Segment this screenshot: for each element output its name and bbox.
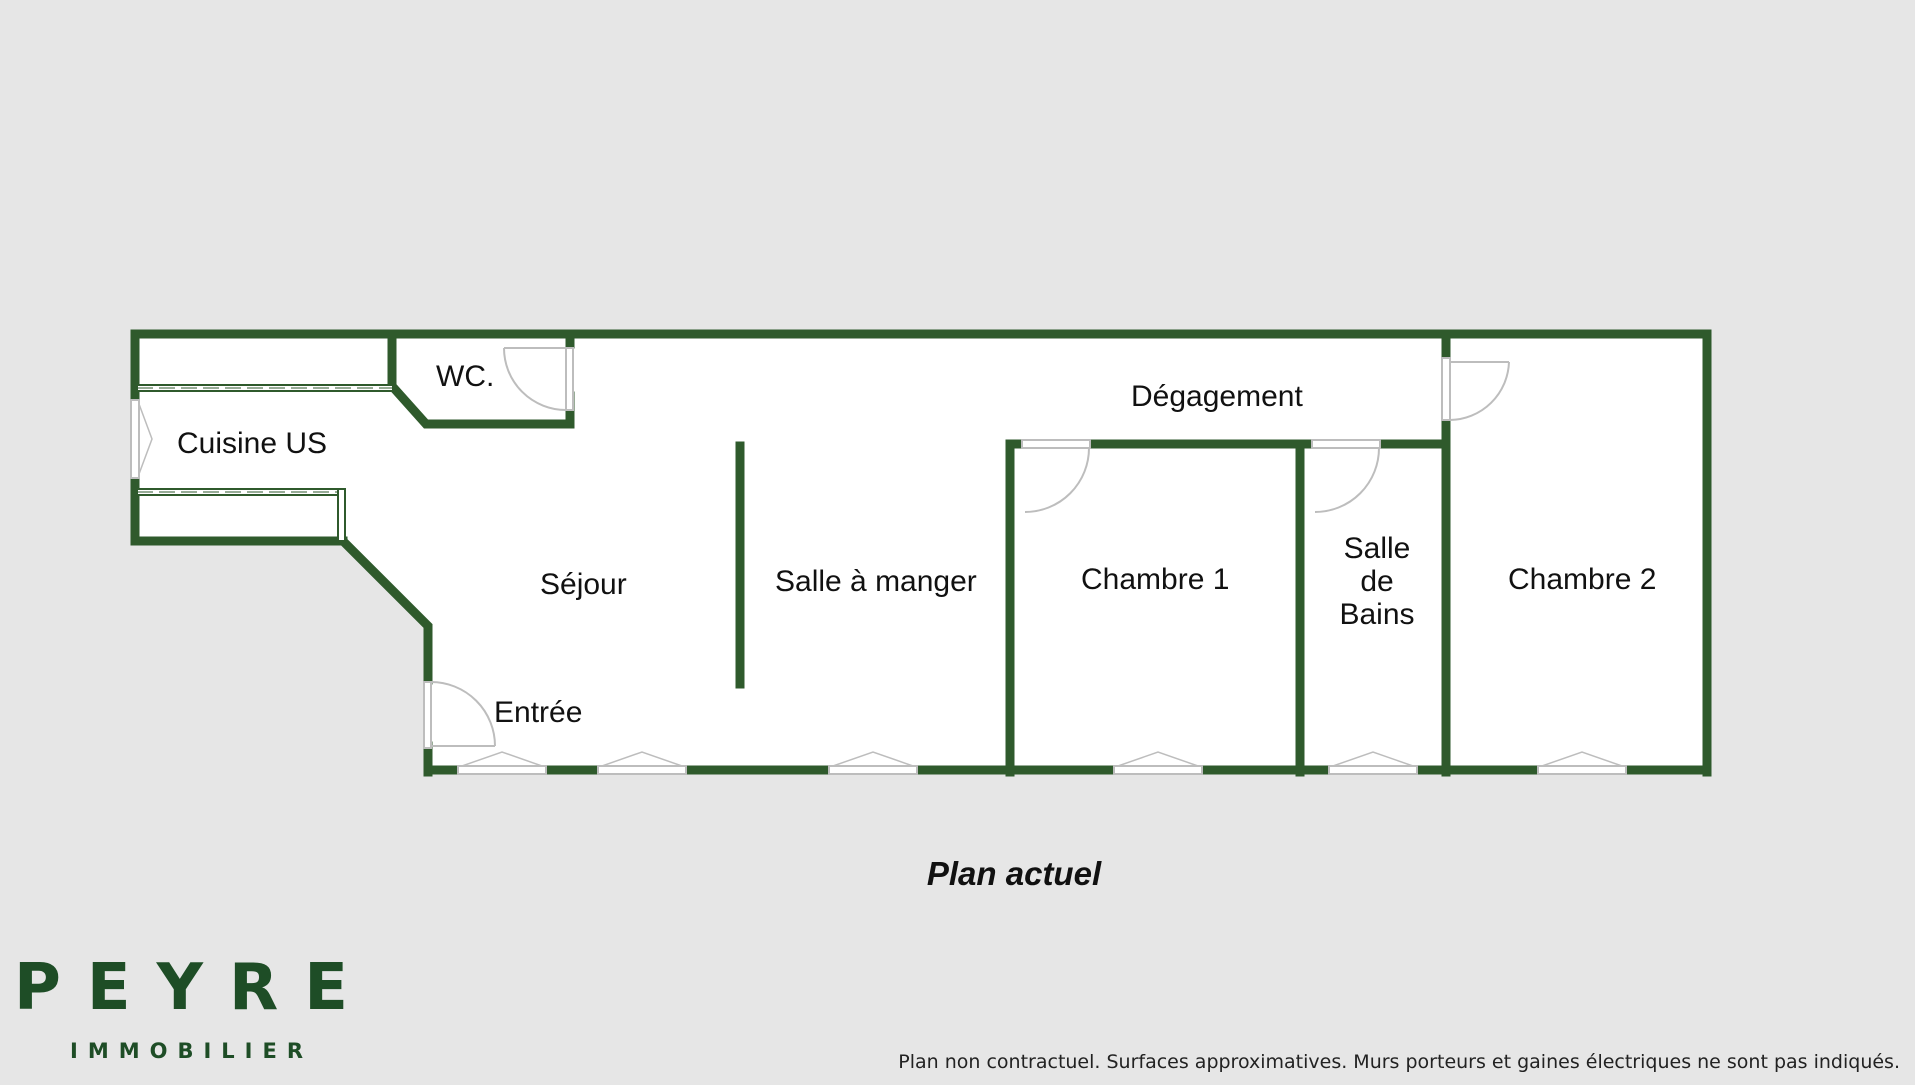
footer-disclaimer: Plan non contractuel. Surfaces approxima… xyxy=(898,1051,1900,1073)
entree-door-swing xyxy=(430,681,496,747)
room-label-wc: WC. xyxy=(436,360,494,393)
sdb-window xyxy=(1328,765,1418,775)
sdb-door-leaf xyxy=(1311,439,1381,449)
plan-caption: Plan actuel xyxy=(927,855,1102,892)
wc-door-leaf xyxy=(565,347,574,411)
room-label-sdb-1: Salle xyxy=(1344,532,1411,565)
brand-logo-name: PEYRE xyxy=(14,951,374,1025)
room-label-chambre1: Chambre 1 xyxy=(1081,563,1229,596)
brand-logo-sub: IMMOBILIER xyxy=(70,1039,313,1063)
kitchen-window xyxy=(130,399,140,479)
wc-door-swing xyxy=(503,347,567,411)
chambre2-door-leaf xyxy=(1441,357,1451,421)
room-label-salle-a-manger: Salle à manger xyxy=(775,565,977,598)
chambre2-door-swing xyxy=(1449,361,1510,421)
room-label-sejour: Séjour xyxy=(540,568,627,601)
apartment-floor xyxy=(135,334,1707,772)
room-label-sdb-3: Bains xyxy=(1339,598,1414,631)
kitchen-counters xyxy=(136,384,394,542)
doors xyxy=(423,347,1510,749)
chambre1-door-swing xyxy=(1024,447,1090,513)
room-label-sdb-2: de xyxy=(1360,565,1393,598)
walls xyxy=(130,329,1712,777)
salle-a-manger-window xyxy=(828,765,918,775)
sejour-window-2 xyxy=(597,765,687,775)
windows xyxy=(130,399,1627,775)
room-label-degagement: Dégagement xyxy=(1131,380,1303,413)
chambre1-door-leaf xyxy=(1021,439,1091,449)
room-label-cuisine: Cuisine US xyxy=(177,427,327,460)
entree-door-leaf xyxy=(423,681,432,749)
window-sash-marks xyxy=(138,403,1623,767)
chambre2-window xyxy=(1537,765,1627,775)
chambre1-window xyxy=(1113,765,1203,775)
sejour-window-1 xyxy=(457,765,547,775)
sdb-door-swing xyxy=(1314,447,1380,513)
room-label-chambre2: Chambre 2 xyxy=(1508,563,1656,596)
room-label-entree: Entrée xyxy=(494,696,582,729)
